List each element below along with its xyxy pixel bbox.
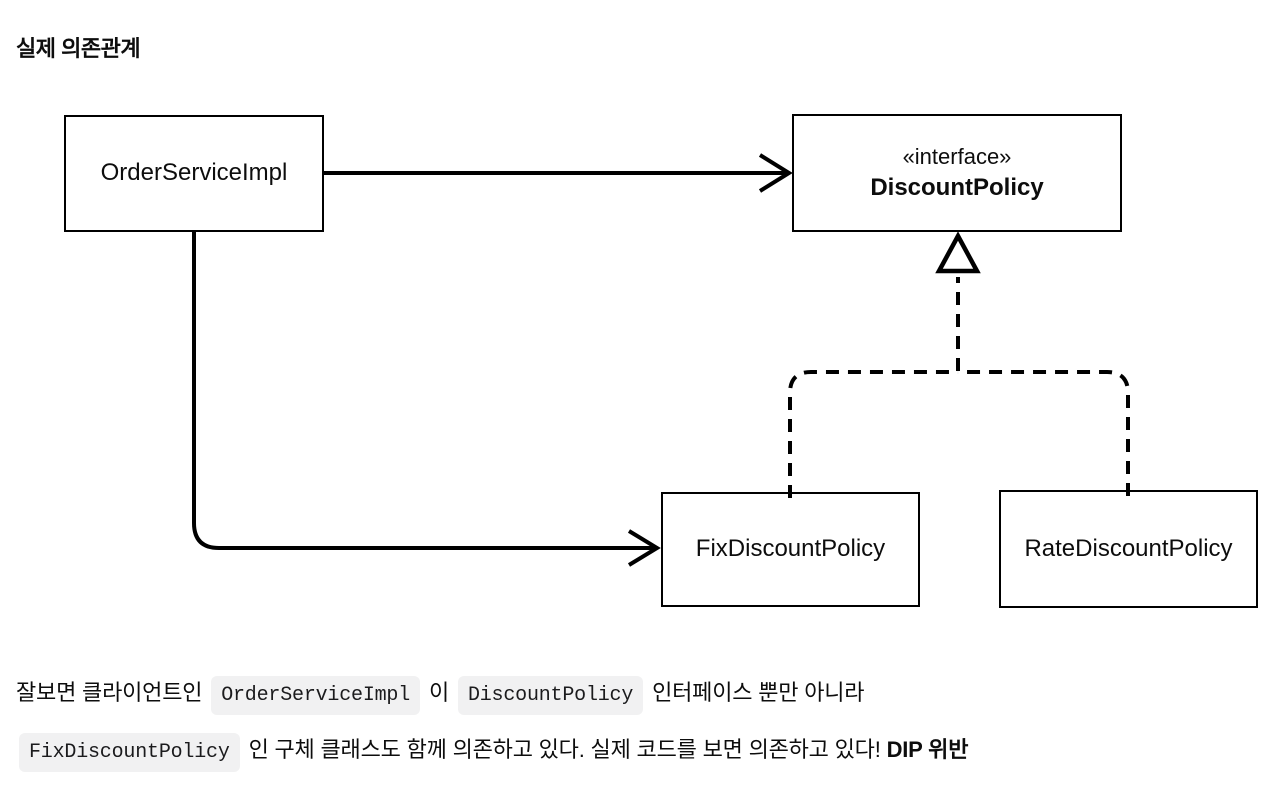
dependency-arrow-to-fix-discount-policy <box>192 232 654 550</box>
node-label: RateDiscountPolicy <box>1024 534 1233 562</box>
node-discount-policy: «interface» DiscountPolicy <box>792 114 1122 232</box>
node-fix-discount-policy: FixDiscountPolicy <box>661 492 920 607</box>
node-label: OrderServiceImpl <box>100 159 288 187</box>
caption-text: 인 구체 클래스도 함께 의존하고 있다. 실제 코드를 보면 의존하고 있다! <box>248 737 881 762</box>
page-title: 실제 의존관계 <box>16 36 141 61</box>
dip-violation-label: DIP 위반 <box>886 737 969 762</box>
code-discount-policy: DiscountPolicy <box>457 676 644 715</box>
node-label: DiscountPolicy <box>870 173 1044 201</box>
realization-line-fix-discount-policy <box>788 370 958 498</box>
caption-text: 잘보면 클라이언트인 <box>16 680 203 705</box>
open-arrowhead-icon <box>758 153 793 193</box>
node-label: FixDiscountPolicy <box>695 535 886 563</box>
open-arrowhead-icon <box>627 529 661 567</box>
caption: 잘보면 클라이언트인 OrderServiceImpl 이 DiscountPo… <box>16 672 1264 786</box>
node-rate-discount-policy: RateDiscountPolicy <box>999 490 1258 608</box>
code-order-service-impl: OrderServiceImpl <box>211 676 421 715</box>
caption-text: 인터페이스 뿐만 아니라 <box>652 680 865 705</box>
caption-line-2: FixDiscountPolicy 인 구체 클래스도 함께 의존하고 있다. … <box>16 729 1264 774</box>
caption-text: 이 <box>428 680 450 705</box>
node-order-service-impl: OrderServiceImpl <box>64 115 324 232</box>
node-stereotype: «interface» <box>902 143 1012 169</box>
realization-line-rate-discount-policy <box>958 370 1130 496</box>
code-fix-discount-policy: FixDiscountPolicy <box>19 733 240 772</box>
caption-line-1: 잘보면 클라이언트인 OrderServiceImpl 이 DiscountPo… <box>16 672 1264 717</box>
hollow-triangle-arrowhead-icon <box>935 231 981 274</box>
